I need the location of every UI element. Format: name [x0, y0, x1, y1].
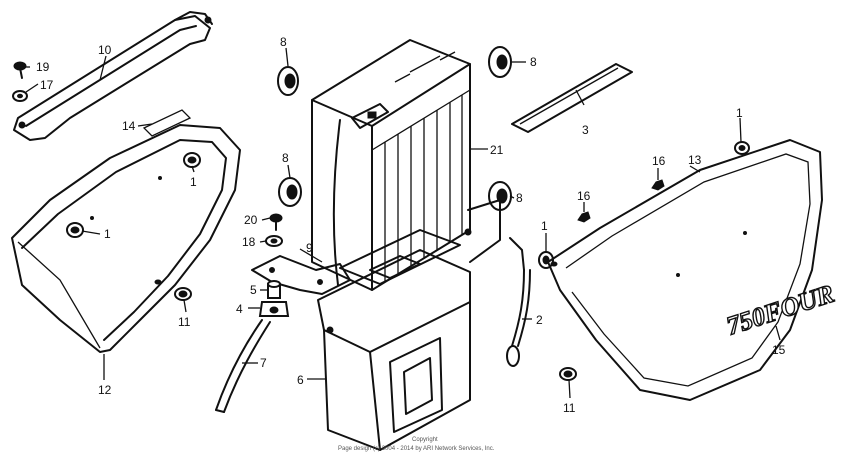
part-13-right-cover: [547, 139, 823, 401]
callout-8-mid-right: 8: [516, 191, 523, 205]
part-10-bracket: [13, 11, 213, 141]
copyright-line-1: Copyright: [412, 437, 438, 443]
callout-labels: 19 17 10 14 1 1 11 12 8 8 8 8 20 18 9 5 …: [36, 35, 786, 415]
callout-13: 13: [688, 153, 702, 167]
callout-20: 20: [244, 213, 258, 227]
emblem-text: 750FOUR: [723, 279, 838, 341]
callout-18: 18: [242, 235, 256, 249]
copyright-footer: Copyright Page design (c) 2004 - 2014 by…: [338, 437, 495, 452]
part-8-washer-mid-left: [278, 177, 302, 207]
callout-8-top-left: 8: [280, 35, 287, 49]
callout-1-center: 1: [541, 219, 548, 233]
callout-1-lower-left: 1: [104, 227, 111, 241]
callout-4: 4: [236, 302, 243, 316]
callout-1-right: 1: [736, 106, 743, 120]
part-19-screw: [13, 61, 27, 79]
leader-lines: [22, 47, 781, 399]
part-9-holder: [251, 255, 351, 295]
callout-16-a: 16: [652, 154, 666, 168]
part-8-washer-top-right: [488, 46, 512, 78]
callout-7: 7: [260, 356, 267, 370]
callout-14: 14: [122, 119, 136, 133]
callout-8-top-right: 8: [530, 55, 537, 69]
callout-12: 12: [98, 383, 112, 397]
part-16-nut-a: [651, 179, 665, 191]
callout-16-b: 16: [577, 189, 591, 203]
part-14-strip: [142, 109, 192, 137]
callout-17: 17: [40, 78, 54, 92]
part-8-washer-top-left: [277, 66, 299, 96]
part-12-left-cover: [11, 124, 241, 353]
part-5-cap: [267, 280, 281, 299]
callout-21: 21: [490, 143, 504, 157]
callout-6: 6: [297, 373, 304, 387]
part-20-bolt: [269, 213, 283, 231]
part-17-washer: [12, 90, 28, 102]
callout-2: 2: [536, 313, 543, 327]
callout-8-mid-left: 8: [282, 151, 289, 165]
part-16-nut-b: [577, 211, 591, 223]
part-3-band: [511, 63, 633, 133]
callout-3: 3: [582, 123, 589, 137]
part-6-battery-box: [317, 199, 501, 451]
callout-11-left: 11: [178, 315, 191, 329]
part-2-cable: [506, 237, 531, 367]
callout-5: 5: [250, 283, 257, 297]
part-18-washer: [265, 235, 283, 247]
part-7-tube: [215, 319, 271, 413]
callout-15: 15: [772, 343, 786, 357]
part-4-nipple: [258, 301, 290, 317]
callout-1-upper-left: 1: [190, 175, 197, 189]
callout-10: 10: [98, 43, 112, 57]
callout-11-right: 11: [563, 401, 576, 415]
callout-19: 19: [36, 60, 50, 74]
part-15-emblem: 750FOUR: [722, 278, 838, 341]
part-11-grommet-right: [559, 367, 577, 381]
copyright-line-2: Page design (c) 2004 - 2014 by ARI Netwo…: [338, 446, 495, 452]
part-11-grommet-left: [174, 287, 192, 301]
callout-9: 9: [306, 241, 313, 255]
